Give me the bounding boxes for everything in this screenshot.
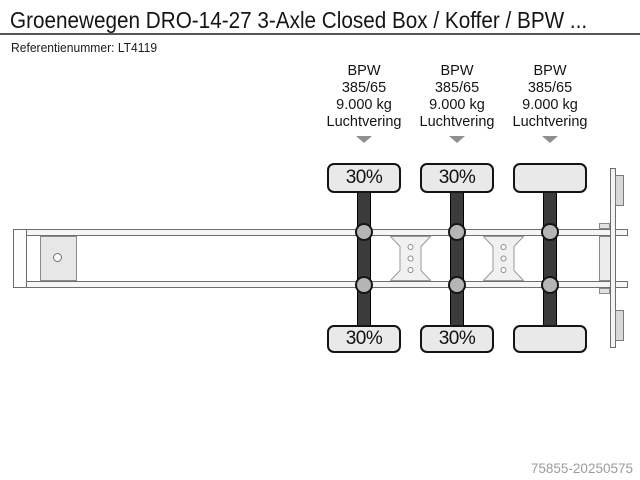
axle-brand-label: BPW: [440, 63, 474, 79]
wheel-axle1-top: 30%: [327, 163, 401, 193]
wheel-axle3-bottom: [513, 325, 587, 353]
suspension-label: Luchtvering: [419, 114, 495, 130]
axle-info-3: BPW 385/65 9.000 kg Luchtvering: [495, 63, 605, 143]
tyre-size-label: 385/65: [341, 80, 387, 96]
tyre-size-label: 385/65: [434, 80, 480, 96]
axle-info-2: BPW 385/65 9.000 kg Luchtvering: [402, 63, 512, 143]
chevron-down-icon: [356, 136, 372, 143]
axle-beam-1: [357, 174, 371, 340]
hub: [448, 276, 466, 294]
cross-member: [390, 236, 431, 281]
wheel-axle3-top: [513, 163, 587, 193]
hub: [541, 276, 559, 294]
axle-brand-label: BPW: [347, 63, 381, 79]
reference-number: Referentienummer: LT4119: [11, 40, 158, 55]
rear-bumper-bar: [610, 168, 616, 348]
wheel-load-label: 30%: [345, 167, 383, 188]
rear-tab-bottom: [599, 288, 610, 294]
wheel-axle2-top: 30%: [420, 163, 494, 193]
hub: [448, 223, 466, 241]
wheel-axle1-bottom: 30%: [327, 325, 401, 353]
axle-beam-2: [450, 174, 464, 340]
hub: [541, 223, 559, 241]
chassis-rail-top: [13, 229, 628, 236]
suspension-label: Luchtvering: [326, 114, 402, 130]
hub: [355, 223, 373, 241]
axle-capacity-label: 9.000 kg: [429, 97, 485, 113]
hub: [355, 276, 373, 294]
rear-tab-top: [599, 223, 610, 229]
suspension-label: Luchtvering: [512, 114, 588, 130]
axle-brand-label: BPW: [533, 63, 567, 79]
wheel-load-label: 30%: [438, 167, 476, 188]
chevron-down-icon: [449, 136, 465, 143]
cross-member: [483, 236, 524, 281]
wheel-axle2-bottom: 30%: [420, 325, 494, 353]
axle-capacity-label: 9.000 kg: [336, 97, 392, 113]
axle-beam-3: [543, 174, 557, 340]
wheel-load-label: 30%: [438, 328, 476, 349]
watermark-text: 75855-20250575: [530, 461, 633, 476]
axle-info-1: BPW 385/65 9.000 kg Luchtvering: [309, 63, 419, 143]
front-crossmember: [13, 229, 27, 288]
chassis-rail-bottom: [13, 281, 628, 288]
axle-capacity-label: 9.000 kg: [522, 97, 578, 113]
chevron-down-icon: [542, 136, 558, 143]
title-divider: [0, 33, 640, 35]
wheel-load-label: 30%: [345, 328, 383, 349]
rear-marker-bottom: [615, 310, 624, 341]
kingpin: [53, 253, 62, 262]
page-title: Groenewegen DRO-14-27 3-Axle Closed Box …: [10, 7, 588, 33]
rear-marker-top: [615, 175, 624, 206]
tyre-size-label: 385/65: [527, 80, 573, 96]
